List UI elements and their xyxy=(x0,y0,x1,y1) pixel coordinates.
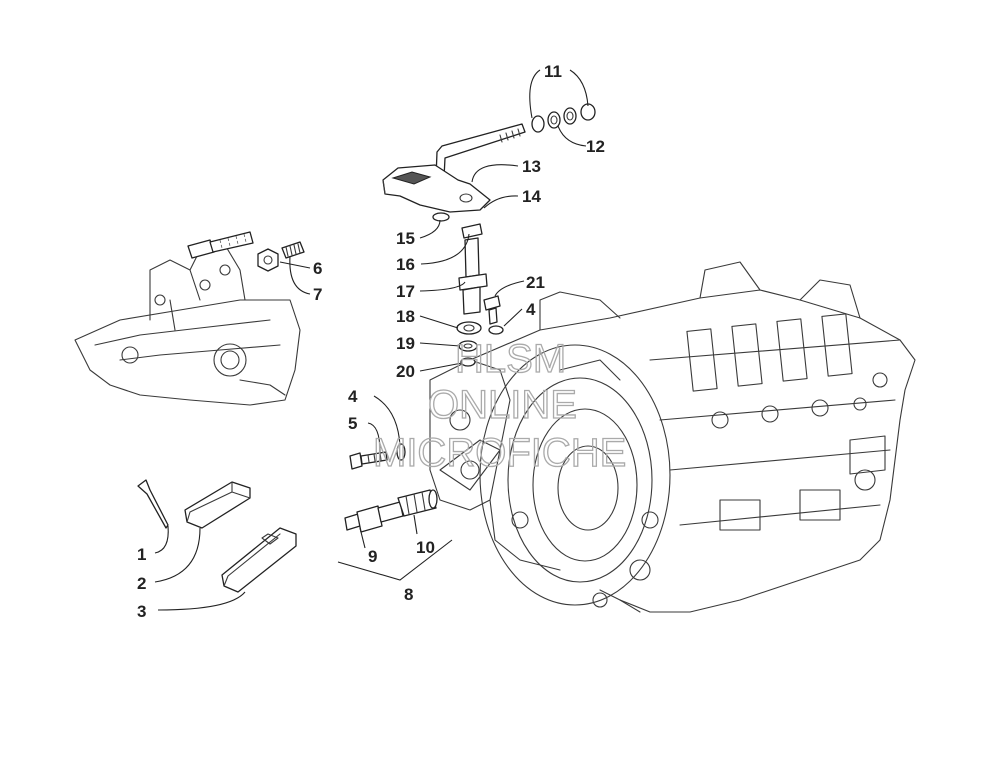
callout-4b: 4 xyxy=(526,300,536,319)
callout-21: 21 xyxy=(526,273,545,292)
callout-labels: 1 2 3 4 4 5 6 7 8 9 10 11 12 13 14 15 16… xyxy=(137,62,605,621)
callout-17: 17 xyxy=(396,282,415,301)
watermark-line-1: HLSM xyxy=(455,337,566,381)
callout-13: 13 xyxy=(522,157,541,176)
left-housing-drawing xyxy=(74,231,301,406)
watermark: HLSM ONLINE MICROFICHE xyxy=(372,336,627,475)
nut-and-stud xyxy=(257,241,305,272)
callout-12: 12 xyxy=(586,137,605,156)
callout-9: 9 xyxy=(368,547,377,566)
bolt-and-washer xyxy=(349,443,406,470)
callout-14: 14 xyxy=(522,187,541,206)
shaft-assembly xyxy=(344,489,438,533)
callout-10: 10 xyxy=(416,538,435,557)
callout-15: 15 xyxy=(396,229,415,248)
callout-1: 1 xyxy=(137,545,146,564)
watermark-line-2: ONLINE xyxy=(428,383,577,427)
callout-7: 7 xyxy=(313,285,322,304)
watermark-line-3: MICROFICHE xyxy=(373,431,626,475)
tool-parts xyxy=(137,479,297,593)
callout-2: 2 xyxy=(137,574,146,593)
callout-3: 3 xyxy=(137,602,146,621)
linkage-parts xyxy=(382,103,596,367)
callout-11: 11 xyxy=(544,62,562,81)
callout-20: 20 xyxy=(396,362,415,381)
engine-block-drawing xyxy=(429,261,916,613)
callout-5: 5 xyxy=(348,414,357,433)
callout-16: 16 xyxy=(396,255,415,274)
callout-6: 6 xyxy=(313,259,322,278)
callout-8: 8 xyxy=(404,585,413,604)
callout-18: 18 xyxy=(396,307,415,326)
leader-lines xyxy=(154,69,589,611)
callout-4a: 4 xyxy=(348,387,358,406)
callout-19: 19 xyxy=(396,334,415,353)
